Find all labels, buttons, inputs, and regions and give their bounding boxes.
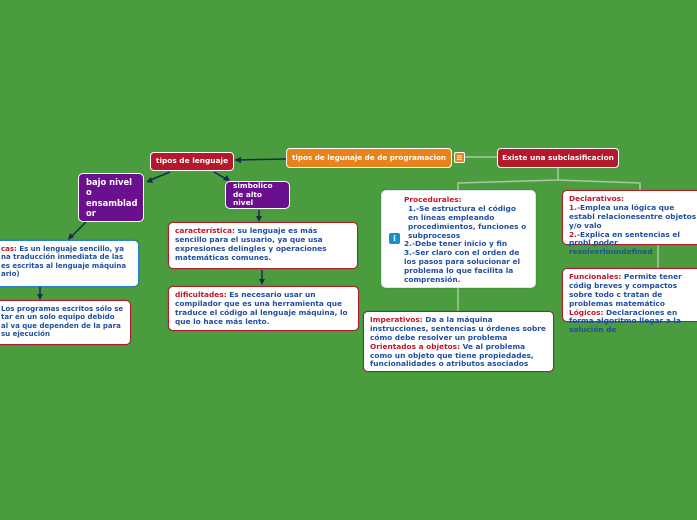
procedurales-line-1: 1.-Se estructura el código en líneas emp… <box>408 203 527 240</box>
declarativos-line-1-number: 1.- <box>569 202 581 212</box>
declarativos-card[interactable]: Declarativos: 1.-Emplea una lógica que e… <box>562 190 697 256</box>
central-topic[interactable]: tipos de legunaje de de programacion <box>286 148 452 168</box>
orientados-objetos-text: Ve al problema como un objeto que tiene … <box>370 341 534 369</box>
simbolico-caracteristica-text: su lenguaje es más sencillo para el usua… <box>175 226 327 262</box>
funcionales-label: Funcionales: <box>569 272 622 281</box>
simbolico-dificultades-label: dificultades: <box>175 290 227 299</box>
imperativos-card[interactable]: Imperativos: Da a la máquina instruccion… <box>363 311 554 372</box>
funcionales-text: Permite tener códig breves y compactos s… <box>569 272 682 308</box>
procedurales-card[interactable]: Procedurales: 1.-Se estructura el código… <box>381 190 536 288</box>
logicos-label: Lógicos: <box>569 307 604 317</box>
tipos-de-lenguaje-label: tipos de lenguaje <box>155 156 229 166</box>
funcionales-card[interactable]: Funcionales: Permite tener códig breves … <box>562 268 697 334</box>
bajo-nivel-caracteristicas-label: cas: <box>1 245 17 253</box>
procedurales-line-3: 3.-Ser claro con el orden de los pasos p… <box>404 248 521 284</box>
logicos-text: Declaraciones en forma algoritmo llegar … <box>569 307 681 335</box>
bajo-nivel-caracteristicas-card[interactable]: cas: Es un lenguaje sencillo, ya na trad… <box>0 240 139 287</box>
simbolico-dificultades-card[interactable]: dificultades: Es necesario usar un compi… <box>168 286 359 331</box>
simbolico-dificultades-text: Es necesario usar un compilador que es u… <box>175 290 348 326</box>
declarativos-title: Declarativos: <box>569 194 624 203</box>
declarativos-line-1: Emplea una lógica que establ relacionese… <box>569 202 697 230</box>
orientados-objetos-label: Orientados a objetos: <box>370 341 461 351</box>
imperativos-text: Da a la máquina instrucciones, sentencia… <box>370 315 546 342</box>
simbolico-label: simbolico de alto nivel <box>233 180 273 208</box>
bajo-nivel-caracteristicas-text: Es un lenguaje sencillo, ya na traducció… <box>1 245 127 279</box>
simbolico-caracteristica-label: característica: <box>175 226 235 235</box>
procedurales-line-2: 2.-Debe tener inicio y fin <box>404 239 508 249</box>
subclasificacion-node[interactable]: Existe una subclasificacion <box>497 148 619 168</box>
tipos-de-lenguaje-node[interactable]: tipos de lenguaje <box>150 152 234 171</box>
note-icon[interactable] <box>454 152 465 163</box>
bajo-nivel-label: bajo nivel o ensamblad or <box>86 177 138 218</box>
procedurales-title: Procedurales: <box>404 195 462 204</box>
bajo-nivel-dificultades-card[interactable]: Los programas escritos sólo se tar en un… <box>0 300 131 345</box>
bajo-nivel-node[interactable]: bajo nivel o ensamblad or <box>78 173 144 222</box>
simbolico-caracteristica-card[interactable]: característica: su lenguaje es más senci… <box>168 222 358 269</box>
central-topic-label: tipos de legunaje de de programacion <box>291 152 447 162</box>
declarativos-line-2: Explica en sentencias el probl poder res… <box>569 229 680 257</box>
simbolico-node[interactable]: simbolico de alto nivel <box>225 181 290 209</box>
info-icon[interactable]: i <box>389 233 400 244</box>
bajo-nivel-dificultades-text: Los programas escritos sólo se tar en un… <box>1 305 124 339</box>
imperativos-label: Imperativos: <box>370 315 423 324</box>
declarativos-line-2-number: 2.- <box>569 229 581 239</box>
subclasificacion-label: Existe una subclasificacion <box>502 152 614 162</box>
